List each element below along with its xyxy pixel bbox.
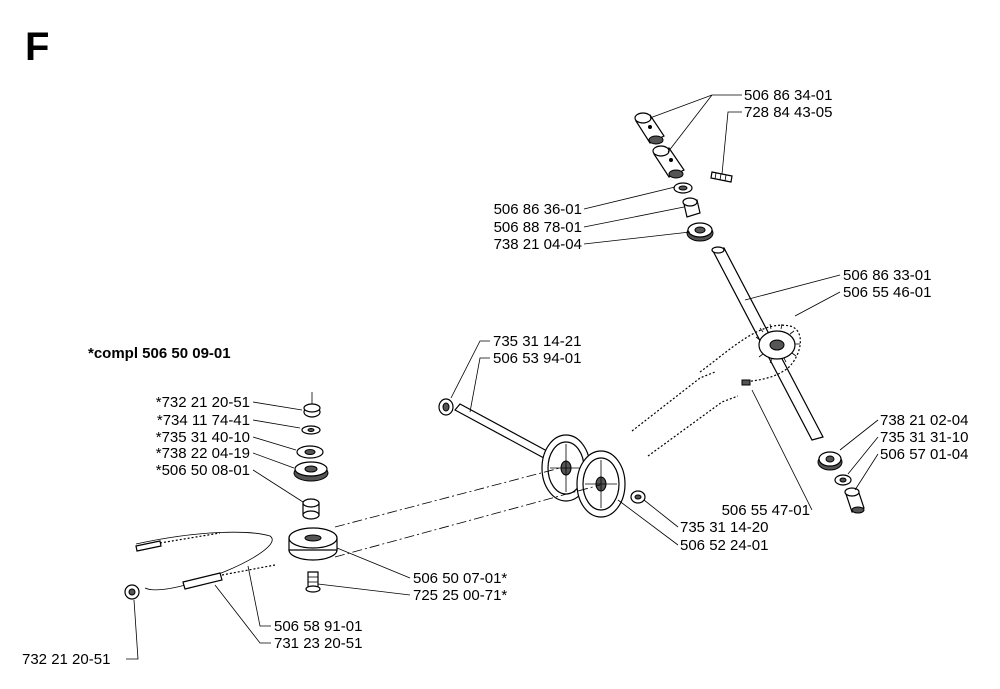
pulley-kit [288,392,338,593]
washer-top [673,182,693,194]
label-734-11-74-41-kit: *734 11 74-41 [157,412,250,429]
kit-bearing [293,461,329,482]
kit-spring-washer [296,445,324,459]
drive-cable-upper [631,371,716,432]
shaft-assembly [634,112,865,514]
bearing-bottom [817,451,843,471]
label-735-31-14-21: 735 31 14-21 [493,333,581,350]
label-738-21-02-04: 738 21 02-04 [880,412,968,429]
label-731-23-20-51: 731 23 20-51 [274,635,362,652]
belt-upper [334,467,561,528]
section-letter: F [25,25,49,69]
label-725-25-00-71: 725 25 00-71* [413,587,507,604]
sprocket [755,323,800,364]
bearing-top [686,222,714,242]
cable-end-nut [124,584,140,600]
label-506-53-94-01: 506 53 94-01 [493,350,581,367]
kit-spacer [302,498,320,520]
kit-pulley [288,527,338,561]
label-735-31-40-10-kit: *735 31 40-10 [156,429,250,446]
label-506-86-36-01: 506 86 36-01 [494,201,582,218]
part-labels: 506 86 34-01 728 84 43-05 506 86 36-01 5… [22,87,968,668]
kit-bolt [305,571,321,593]
cable-left-upper [135,532,221,552]
axle-assembly [438,398,646,518]
bushing [682,197,701,218]
label-738-21-04-04: 738 21 04-04 [494,236,582,253]
chain-link-loose [741,379,751,386]
pulley-wheel-2 [576,450,626,518]
label-506-55-47-01: 506 55 47-01 [722,502,810,519]
collar-top [634,112,665,145]
label-732-21-20-51: 732 21 20-51 [22,651,110,668]
set-screw [710,171,733,183]
kit-label: *compl 506 50 09-01 [88,345,231,362]
label-735-31-14-20: 735 31 14-20 [680,519,768,536]
label-506-50-07-01: 506 50 07-01* [413,570,507,587]
label-738-22-04-19-kit: *738 22 04-19 [156,445,250,462]
label-506-88-78-01: 506 88 78-01 [494,219,582,236]
cable-left-lower [182,564,276,590]
label-506-86-33-01: 506 86 33-01 [843,267,931,284]
axle-end-nut [630,490,646,504]
bolt-bottom [844,487,865,514]
kit-nut [303,403,321,418]
drive-cable-lower [647,395,739,457]
label-506-86-34-01: 506 86 34-01 [744,87,832,104]
label-735-31-31-10: 735 31 31-10 [880,429,968,446]
label-506-50-08-01-kit: *506 50 08-01 [156,462,250,479]
label-506-52-24-01: 506 52 24-01 [680,537,768,554]
collar-lower [652,145,685,179]
label-506-58-91-01: 506 58 91-01 [274,618,362,635]
label-506-55-46-01: 506 55 46-01 [843,284,931,301]
washer-bottom [834,474,852,486]
axle-nut [438,398,454,416]
kit-washer [301,425,321,435]
label-506-57-01-04: 506 57 01-04 [880,446,968,463]
label-732-21-20-51-kit: *732 21 20-51 [156,394,250,411]
label-728-84-43-05: 728 84 43-05 [744,104,832,121]
chain [699,324,801,383]
belt-lower [334,484,601,558]
leader-lines [126,94,879,660]
